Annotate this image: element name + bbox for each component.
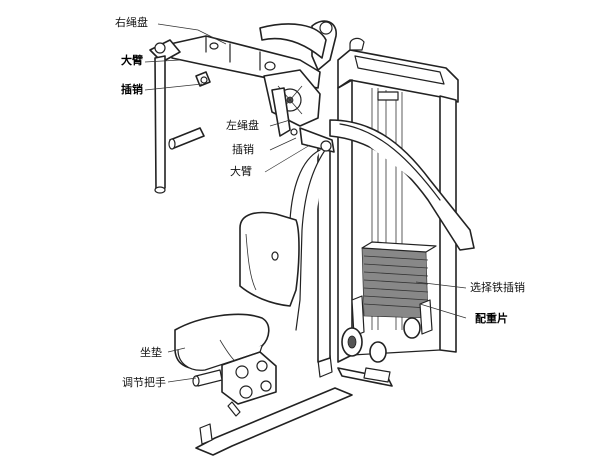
seat-adjuster: [192, 351, 277, 417]
label-selector-pin: 选择铁插销: [470, 280, 525, 294]
label-weight-plates: 配重片: [475, 311, 508, 325]
seat: [174, 313, 270, 371]
weight-plates: [351, 241, 437, 337]
label-right-pulley: 右绳盘: [115, 15, 148, 29]
leader-lines: [144, 23, 467, 383]
label-left-pulley: 左绳盘: [226, 118, 259, 132]
cross-tube: [329, 119, 475, 251]
label-pin-mid: 插销: [232, 142, 254, 156]
label-big-arm-mid: 大臂: [230, 164, 252, 178]
label-pin-top: 插销: [121, 82, 143, 96]
bottom-pulley: [341, 317, 421, 383]
label-seat-pad: 坐垫: [140, 345, 162, 359]
label-big-arm-top: 大臂: [121, 53, 143, 67]
cam-pulley: [263, 69, 335, 153]
label-adjust-handle: 调节把手: [122, 375, 166, 389]
back-pad: [239, 211, 300, 307]
